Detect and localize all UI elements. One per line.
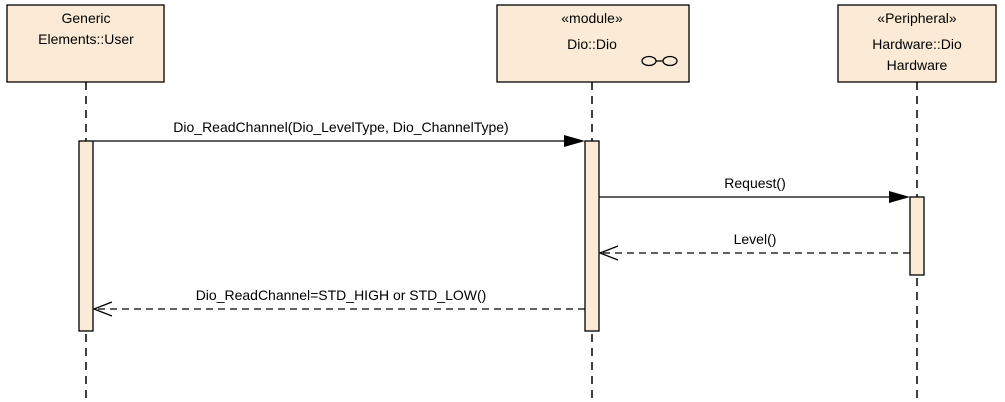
activation-dio <box>584 140 600 332</box>
participant-dio-box <box>496 4 690 83</box>
participant-user-box <box>6 4 165 83</box>
message-read-channel-return[interactable]: Dio_ReadChannel=STD_HIGH or STD_LOW() <box>92 287 585 317</box>
message-level-return[interactable]: Level() <box>598 231 910 261</box>
participant-dio[interactable]: «module» Dio::Dio <box>496 4 690 83</box>
activation-user <box>78 140 94 332</box>
participant-dio-name: Dio::Dio <box>567 36 617 52</box>
message-request-call-label: Request() <box>724 175 785 191</box>
message-read-channel-call-arrowhead <box>564 135 585 147</box>
participant-hardware-name-line2: Hardware <box>887 57 948 73</box>
participant-hardware-box <box>837 4 997 83</box>
message-read-channel-call-label: Dio_ReadChannel(Dio_LevelType, Dio_Chann… <box>173 119 508 135</box>
message-request-call[interactable]: Request() <box>599 175 910 203</box>
activation-hardware <box>909 196 925 276</box>
participant-hardware-stereotype: «Peripheral» <box>877 10 957 26</box>
message-read-channel-return-label: Dio_ReadChannel=STD_HIGH or STD_LOW() <box>196 287 487 303</box>
participant-user-name-line2: Elements::User <box>38 31 134 47</box>
participant-hardware[interactable]: «Peripheral» Hardware::Dio Hardware <box>837 4 997 83</box>
subsystem-glasses-icon <box>641 55 678 67</box>
message-level-return-arrowhead <box>598 245 619 261</box>
message-read-channel-call[interactable]: Dio_ReadChannel(Dio_LevelType, Dio_Chann… <box>93 119 585 147</box>
message-read-channel-return-arrowhead <box>92 301 113 317</box>
participant-user-name-line1: Generic <box>61 10 110 26</box>
participant-dio-stereotype: «module» <box>561 10 623 26</box>
message-request-call-arrowhead <box>889 191 910 203</box>
participant-hardware-name-line1: Hardware::Dio <box>872 36 962 52</box>
message-level-return-label: Level() <box>734 231 777 247</box>
participant-user[interactable]: Generic Elements::User <box>6 4 165 83</box>
